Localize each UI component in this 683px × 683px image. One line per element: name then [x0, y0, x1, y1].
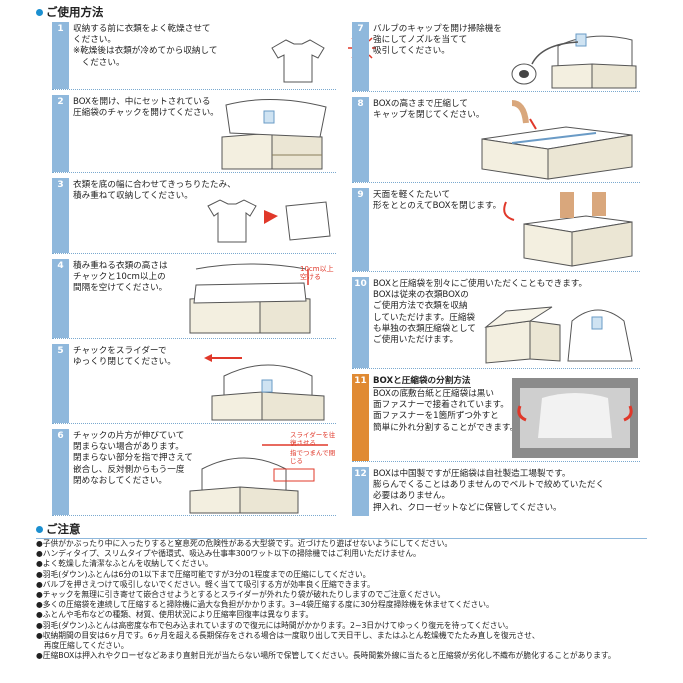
step-4: 4 積み重ねる衣類の高さは チャックと10cm以上の 間隔を空けてください。 1…: [52, 259, 336, 339]
step-number: 11: [352, 374, 369, 461]
step-number: 1: [52, 22, 69, 89]
step-number: 2: [52, 95, 69, 172]
cautions-header: ご注意: [36, 521, 81, 537]
step-text: 天面を軽くたたいて 形をととのえてBOXを閉じます。: [373, 190, 502, 212]
step-text: BOXは中国製ですが圧縮袋は自社製造工場製です。 膨らんでくることはありませんの…: [373, 469, 605, 513]
caution-item: ●ハンディタイプ、スリムタイプや循環式、吸込み仕事率300ワット以下の掃除機では…: [36, 549, 421, 559]
step-text: 積み重ねる衣類の高さは チャックと10cm以上の 間隔を空けてください。: [73, 261, 168, 294]
step-number: 6: [52, 429, 69, 515]
bullet-dot-icon: [36, 9, 43, 16]
finger-press-label: 指でつまんで閉じる: [290, 449, 336, 465]
slider-hold-label: スライダーを往復させる: [290, 431, 336, 447]
step-12: 12 BOXは中国製ですが圧縮袋は自社製造工場製です。 膨らんでくることはありま…: [352, 467, 640, 516]
step-5: 5 チャックをスライダーで ゆっくり閉じてください。: [52, 344, 336, 424]
step-8: 8 BOXの高さまで圧縮して キャップを閉じてください。: [352, 97, 640, 183]
usage-header: ご使用方法: [36, 4, 104, 20]
compressed-box-illustration: [481, 100, 633, 180]
caution-item: ●ふとんや毛布などの種類、材質、使用状況により圧縮率回復率は異なります。: [36, 610, 314, 620]
velcro-photo-graphic: [517, 388, 633, 448]
caution-item: ●よく乾燥した清潔なふとんを収納してください。: [36, 559, 213, 569]
step-text: BOXと圧縮袋を別々にご使用いただくこともできます。 BOXは従来の衣類BOXの…: [373, 279, 588, 346]
close-zipper-illustration: [204, 354, 325, 421]
step-1: 1 収納する前に衣類をよく乾燥させて ください。 ※乾燥後は衣類が冷めてから収納…: [52, 22, 376, 90]
step-text: チャックの片方が伸びていて 閉まらない場合があります。 閉まらない部分を指で押さ…: [73, 431, 193, 486]
velcro-photo: [512, 378, 638, 458]
gap-label: 10cm以上 空ける: [300, 265, 334, 281]
step-2: 2 BOXを開け、中にセットされている 圧縮袋のチャックを開けてください。: [52, 95, 336, 173]
caution-item: ●子供がかぶったり中に入ったりすると窒息死の危険性がある大型袋です。近づけたり遊…: [36, 539, 453, 548]
caution-item: ●バルブを押さえつけて吸引しないでください。軽く当てて吸引する方が効率良く圧縮で…: [36, 579, 375, 589]
caution-item: ●多くの圧縮袋を連続して圧縮すると掃除機に過大な負担がかかります。3~4袋圧縮す…: [36, 600, 494, 610]
caution-item: ●羽毛(ダウン)ふとんは高密度な布で包み込まれていますので復元には時間がかかりま…: [36, 620, 514, 630]
step-title: BOXと圧縮袋の分割方法: [373, 376, 471, 389]
step-number: 8: [352, 97, 369, 182]
caution-item: ●羽毛(ダウン)ふとんは6分の1以下まで圧縮可能ですが3分の1程度までの圧縮にし…: [36, 569, 371, 579]
step-number: 7: [352, 22, 369, 91]
step-number: 5: [52, 344, 69, 423]
zipper-press-illustration: [189, 444, 328, 514]
step-text: 収納する前に衣類をよく乾燥させて ください。 ※乾燥後は衣類が冷めてから収納して…: [73, 24, 218, 68]
step-number: 9: [352, 188, 369, 271]
caution-item: ●チャックを無理に引き寄せて嵌合させようとするとスライダーが外れたり袋が破れたり…: [36, 590, 446, 600]
step-number: 12: [352, 467, 369, 516]
caution-item: ●収納期間の目安は6ヶ月です。6ヶ月を超える長期保存をされる場合は一度取り出して…: [36, 630, 540, 651]
step-text: チャックをスライダーで ゆっくり閉じてください。: [73, 346, 176, 368]
step-7: 7 バルブのキャップを開け掃除機を 強にしてノズルを当てて 吸引してください。: [352, 22, 640, 92]
step-text: バルブのキャップを開け掃除機を 強にしてノズルを当てて 吸引してください。: [373, 24, 502, 57]
step-9: 9 天面を軽くたたいて 形をととのえてBOXを閉じます。: [352, 188, 640, 272]
step-3: 3 衣類を底の幅に合わせてきっちりたたみ、 積み重ねて収納してください。: [52, 178, 336, 254]
step-number: 3: [52, 178, 69, 253]
caution-item: ●圧縮BOXは押入れやクローゼなどあまり直射日光が当たらない場所で保管してくださ…: [36, 651, 616, 661]
cautions-list: ●子供がかぶったり中に入ったりすると窒息死の危険性がある大型袋です。近づけたり遊…: [36, 538, 647, 679]
close-lid-illustration: [503, 192, 633, 267]
step-text: 衣類を底の幅に合わせてきっちりたたみ、 積み重ねて収納してください。: [73, 180, 236, 202]
step-text: BOXの高さまで圧縮して キャップを閉じてください。: [373, 99, 485, 121]
step-number: 4: [52, 259, 69, 338]
vacuum-valve-illustration: [511, 33, 637, 89]
step-number: 10: [352, 277, 369, 368]
step-text: BOXを開け、中にセットされている 圧縮袋のチャックを開けてください。: [73, 97, 219, 119]
step-text: BOXの底敷台紙と圧縮袋は黒い 面ファスナーで接着されています。 面ファスナーを…: [373, 389, 519, 433]
bullet-dot-icon: [36, 526, 43, 533]
open-box-illustration: [221, 98, 327, 170]
step-6: 6 チャックの片方が伸びていて 閉まらない場合があります。 閉まらない部分を指で…: [52, 429, 336, 516]
step-11: 11 BOXと圧縮袋の分割方法 BOXの底敷台紙と圧縮袋は黒い 面ファスナーで接…: [352, 374, 640, 462]
step-10: 10 BOXと圧縮袋を別々にご使用いただくこともできます。 BOXは従来の衣類B…: [352, 277, 640, 369]
separate-box-bag-illustration: [484, 306, 633, 364]
folding-clothes-illustration: [207, 199, 331, 243]
stacked-clothes-box-illustration: [189, 263, 311, 334]
